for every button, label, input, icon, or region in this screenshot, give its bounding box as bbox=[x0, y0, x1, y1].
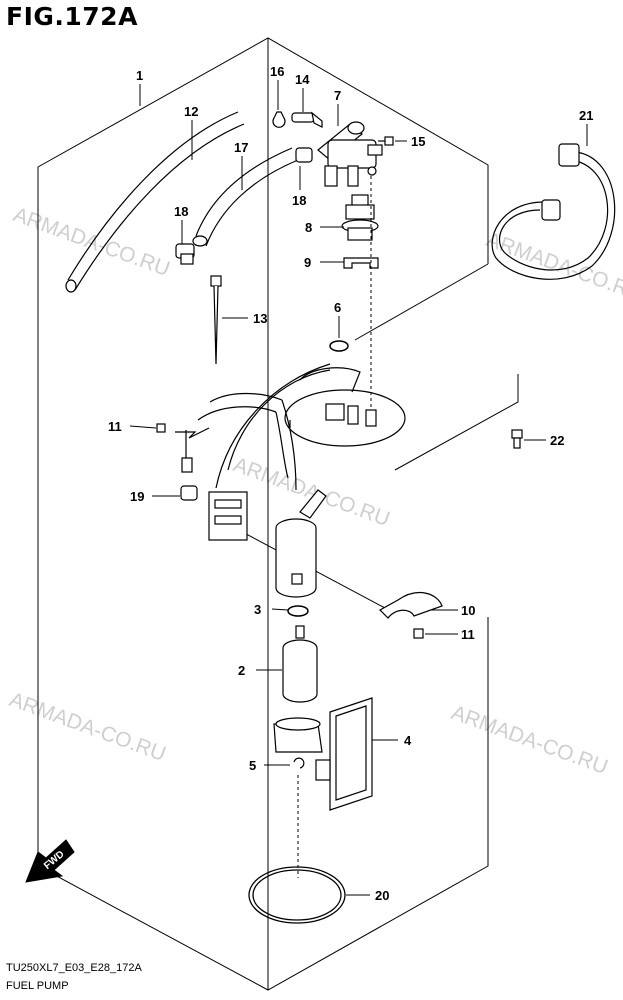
watermark-4: ARMADA-CO.RU bbox=[6, 688, 168, 766]
callout-18-left: 18 bbox=[174, 204, 188, 219]
part-15-screw bbox=[378, 136, 394, 146]
part-3-o-ring bbox=[287, 605, 309, 617]
part-6-o-ring bbox=[329, 340, 349, 352]
watermark-5: ARMADA-CO.RU bbox=[448, 701, 610, 779]
part-2-fuel-pump bbox=[282, 625, 318, 703]
callout-5: 5 bbox=[249, 758, 256, 773]
footer-code: TU250XL7_E03_E28_172A bbox=[6, 962, 142, 974]
part-11-screw-upper bbox=[156, 423, 166, 433]
callout-7: 7 bbox=[334, 88, 341, 103]
callout-20: 20 bbox=[375, 888, 389, 903]
pump-cup bbox=[273, 717, 323, 753]
callout-9: 9 bbox=[304, 255, 311, 270]
callout-1: 1 bbox=[136, 68, 143, 83]
part-17-hose bbox=[192, 147, 299, 247]
part-18-clamp bbox=[175, 147, 313, 265]
assembly-boundary bbox=[37, 37, 489, 991]
part-12-hose bbox=[65, 111, 245, 293]
part-16-clip bbox=[272, 111, 286, 128]
callout-13: 13 bbox=[253, 311, 267, 326]
part-11-screw-lower bbox=[413, 628, 424, 639]
part-10-bracket bbox=[379, 591, 443, 619]
part-13-cable-tie bbox=[210, 275, 222, 365]
part-9-clip bbox=[343, 257, 379, 269]
pump-holder bbox=[275, 489, 327, 598]
part-20-gasket bbox=[248, 866, 346, 924]
callout-10: 10 bbox=[461, 603, 475, 618]
part-8-regulator bbox=[341, 194, 379, 241]
callout-19: 19 bbox=[130, 489, 144, 504]
watermark-3: ARMADA-CO.RU bbox=[230, 453, 392, 531]
part-19-clamp bbox=[180, 485, 198, 501]
callout-labels: 1 2 3 4 5 6 7 8 9 10 11 11 12 13 14 15 1… bbox=[108, 64, 593, 903]
pump-bracket-assembly bbox=[175, 363, 406, 541]
part-21-fuel-hose bbox=[491, 143, 616, 280]
figure-title: FIG.172A bbox=[6, 2, 138, 31]
part-5-clip bbox=[293, 757, 331, 781]
callout-11-upper: 11 bbox=[108, 419, 122, 434]
part-7-valve bbox=[317, 121, 383, 187]
callout-17: 17 bbox=[234, 140, 248, 155]
part-4-filter bbox=[329, 697, 373, 811]
callout-16: 16 bbox=[270, 64, 284, 79]
callout-12: 12 bbox=[184, 104, 198, 119]
footer-name: FUEL PUMP bbox=[6, 980, 69, 992]
callout-15: 15 bbox=[411, 134, 425, 149]
callout-18-right: 18 bbox=[292, 193, 306, 208]
part-22-bolt bbox=[511, 429, 523, 449]
callout-22: 22 bbox=[550, 433, 564, 448]
forward-arrow: FWD bbox=[25, 839, 75, 883]
watermark-1: ARMADA-CO.RU bbox=[10, 203, 172, 281]
callout-21: 21 bbox=[579, 108, 593, 123]
callout-3: 3 bbox=[254, 602, 261, 617]
callout-8: 8 bbox=[305, 220, 312, 235]
callout-2: 2 bbox=[238, 663, 245, 678]
callout-6: 6 bbox=[334, 300, 341, 315]
part-14-fitting bbox=[291, 111, 323, 128]
callout-4: 4 bbox=[404, 733, 412, 748]
watermark-2: ARMADA-CO.RU bbox=[483, 228, 623, 306]
leader-lines bbox=[129, 80, 588, 896]
callout-11-lower: 11 bbox=[461, 627, 475, 642]
callout-14: 14 bbox=[295, 72, 310, 87]
